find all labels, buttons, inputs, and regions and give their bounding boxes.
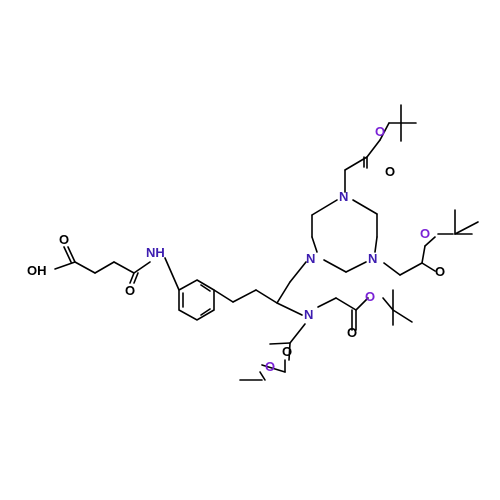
atom-n-amine: N [304,307,313,322]
atom-o-acid-carbonyl: O [59,232,69,247]
bonds [54,104,479,381]
atom-n-ring-right: N [368,251,377,266]
atom-o-ester2-carbonyl: O [435,264,445,279]
atom-o-ester4-carbonyl: O [282,344,292,359]
atom-n-ring-left: N [306,251,315,266]
atom-o-ester1-ether: O [375,124,385,139]
atom-labels: N N N N NH OH O O O O O O O O O O [27,124,445,374]
atom-o-ester3-carbonyl: O [347,325,357,340]
atom-oh-acid: OH [27,263,47,278]
atom-n-ring-top: N [339,189,348,204]
atom-o-ester1-carbonyl: O [385,164,395,179]
atom-o-ester2-ether: O [420,226,430,241]
atom-nh-amide: NH [146,245,165,260]
atom-o-ester3-ether: O [365,289,375,304]
atom-o-ester4-ether: O [265,359,275,374]
atom-o-amide-carbonyl: O [125,283,135,298]
